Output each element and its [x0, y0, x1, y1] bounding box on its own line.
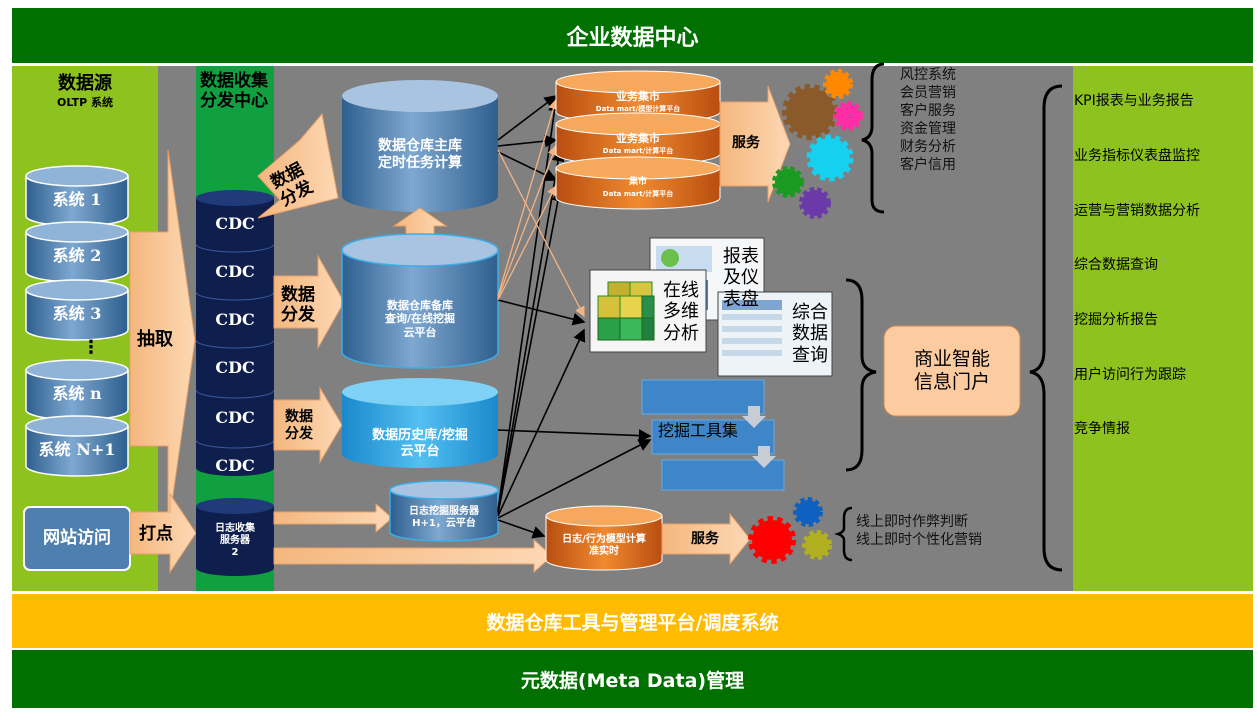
extract-label: 抽取	[137, 329, 173, 351]
app-item: 会员营销	[900, 85, 956, 101]
history-cylinder[interactable]	[342, 378, 498, 468]
main-warehouse-label: 数据仓库主库 定时任务计算	[378, 138, 462, 171]
mart-2-sub: Data mart/计算平台	[602, 146, 674, 155]
log-mining-cylinder[interactable]	[389, 480, 499, 542]
backup-warehouse-label: 数据仓库备库 查询/在线挖掘 云平台	[384, 299, 456, 339]
app-item: 客户信用	[900, 157, 956, 173]
mart-1-title: 业务集市	[616, 90, 660, 104]
mining-tools-label: 挖掘工具集	[657, 421, 738, 441]
mart-1-sub: Data mart/模型计算平台	[595, 104, 681, 113]
backup-warehouse-cylinder[interactable]	[341, 233, 499, 369]
track-label: 打点	[139, 523, 173, 544]
system-dots: ⋮	[82, 337, 100, 359]
extract-arrow	[129, 149, 196, 531]
service-label-top: 服务	[732, 134, 760, 151]
bi-output-item: 综合数据查询	[1074, 257, 1158, 273]
meta-band: 元数据(Meta Data)管理	[12, 650, 1253, 708]
log-collect-cylinder[interactable]	[196, 498, 274, 576]
apps-bracket-bottom	[834, 506, 853, 562]
bi-portal-box[interactable]	[883, 325, 1021, 417]
system-1-label: 系统 1	[52, 190, 102, 210]
distribute-arrow-3	[273, 386, 343, 464]
history-label: 数据历史库/挖掘 云平台	[372, 428, 468, 459]
system-1-cylinder[interactable]	[25, 165, 129, 227]
track-arrow	[129, 492, 197, 574]
sources-subtitle: OLTP 系统	[57, 96, 113, 109]
analysis-bracket	[845, 278, 877, 472]
page-title: 企业数据中心	[566, 25, 699, 51]
meta-label: 元数据(Meta Data)管理	[520, 669, 745, 692]
cdc-label-4: CDC	[215, 358, 255, 378]
log-arrow-2	[273, 538, 553, 574]
collect-title: 数据收集 分发中心	[200, 71, 268, 111]
log-arrow-1	[273, 502, 393, 534]
bi-output-item: KPI报表与业务报告	[1074, 93, 1194, 109]
mart-3-title: 集市	[628, 176, 647, 187]
system-3-cylinder[interactable]	[25, 279, 129, 341]
distribute-arrow-1	[257, 112, 339, 219]
app-item: 客户服务	[900, 103, 956, 119]
cdc-label-6: CDC	[215, 456, 255, 476]
olap-label: 在线 多维 分析	[663, 279, 699, 344]
bi-output-item: 运营与营销数据分析	[1074, 203, 1200, 219]
cdc-label-5: CDC	[215, 408, 255, 428]
sources-title: 数据源	[58, 73, 112, 94]
app-item: 财务分析	[900, 139, 956, 155]
app-item: 资金管理	[900, 121, 956, 137]
mart-2-title: 业务集市	[616, 132, 660, 146]
gear-icons-top	[772, 69, 863, 219]
mining-box-1[interactable]	[641, 379, 765, 415]
app-item: 风控系统	[900, 67, 956, 83]
mart-3-sub: Data mart/计算平台	[602, 189, 674, 198]
distribute-label-3: 数据 分发	[285, 409, 313, 442]
tools-label: 数据仓库工具与管理平台/调度系统	[486, 611, 779, 634]
apps-bracket-top	[861, 62, 885, 214]
bi-panel	[1073, 66, 1253, 591]
system-n-cylinder[interactable]	[25, 359, 129, 421]
service-label-bottom: 服务	[691, 530, 719, 547]
distribute-arrow-2	[273, 254, 345, 350]
tools-band: 数据仓库工具与管理平台/调度系统	[12, 594, 1253, 648]
system-n-label: 系统 n	[52, 384, 102, 404]
source-system-cylinders	[25, 165, 129, 477]
connector-lines-peach	[497, 98, 585, 318]
query-label: 综合 数据 查询	[792, 301, 828, 366]
log-mining-label: 日志挖掘服务器 H+1，云平台	[409, 506, 479, 529]
cdc-label-2: CDC	[215, 262, 255, 282]
report-label: 报表 及仪 表盘	[723, 245, 759, 310]
mart-3-cylinder[interactable]	[555, 156, 721, 210]
log-model-cylinder[interactable]	[545, 505, 663, 571]
service-arrow-bottom	[661, 512, 751, 566]
gear-icons-bottom	[748, 497, 832, 564]
system-3-label: 系统 3	[52, 304, 102, 324]
bi-output-item: 用户访问行为跟踪	[1074, 367, 1186, 383]
header-band: 企业数据中心	[12, 8, 1253, 63]
cdc-stack	[195, 190, 275, 476]
web-access-label: 网站访问	[43, 528, 111, 549]
bi-output-item: 竞争情报	[1074, 421, 1130, 437]
portal-bracket	[1029, 84, 1063, 572]
system-2-label: 系统 2	[52, 246, 102, 266]
main-warehouse-cylinder[interactable]	[342, 80, 498, 212]
bi-output-item: 业务指标仪表盘监控	[1074, 148, 1200, 164]
mart-2-cylinder[interactable]	[555, 112, 721, 166]
mining-down-arrow-2	[752, 446, 776, 468]
system-n1-label: 系统 N+1	[38, 440, 116, 460]
log-model-label: 日志/行为模型计算 准实时	[562, 534, 646, 557]
mining-down-arrow-1	[742, 406, 766, 428]
olap-cube-icon	[597, 281, 655, 341]
cdc-label-3: CDC	[215, 310, 255, 330]
system-n1-cylinder[interactable]	[25, 415, 129, 477]
bi-output-item: 挖掘分析报告	[1074, 312, 1158, 328]
realtime-app-item: 线上即时作弊判断	[856, 514, 968, 530]
system-2-cylinder[interactable]	[25, 221, 129, 283]
realtime-app-item: 线上即时个性化营销	[856, 532, 982, 548]
cdc-label-1: CDC	[215, 214, 255, 234]
connector-lines	[497, 95, 652, 539]
mart-1-cylinder[interactable]	[555, 70, 721, 124]
log-collect-label: 日志收集 服务器 2	[215, 523, 255, 558]
bi-portal-label: 商业智能 信息门户	[913, 348, 990, 393]
distribute-label-2: 数据 分发	[281, 284, 315, 325]
